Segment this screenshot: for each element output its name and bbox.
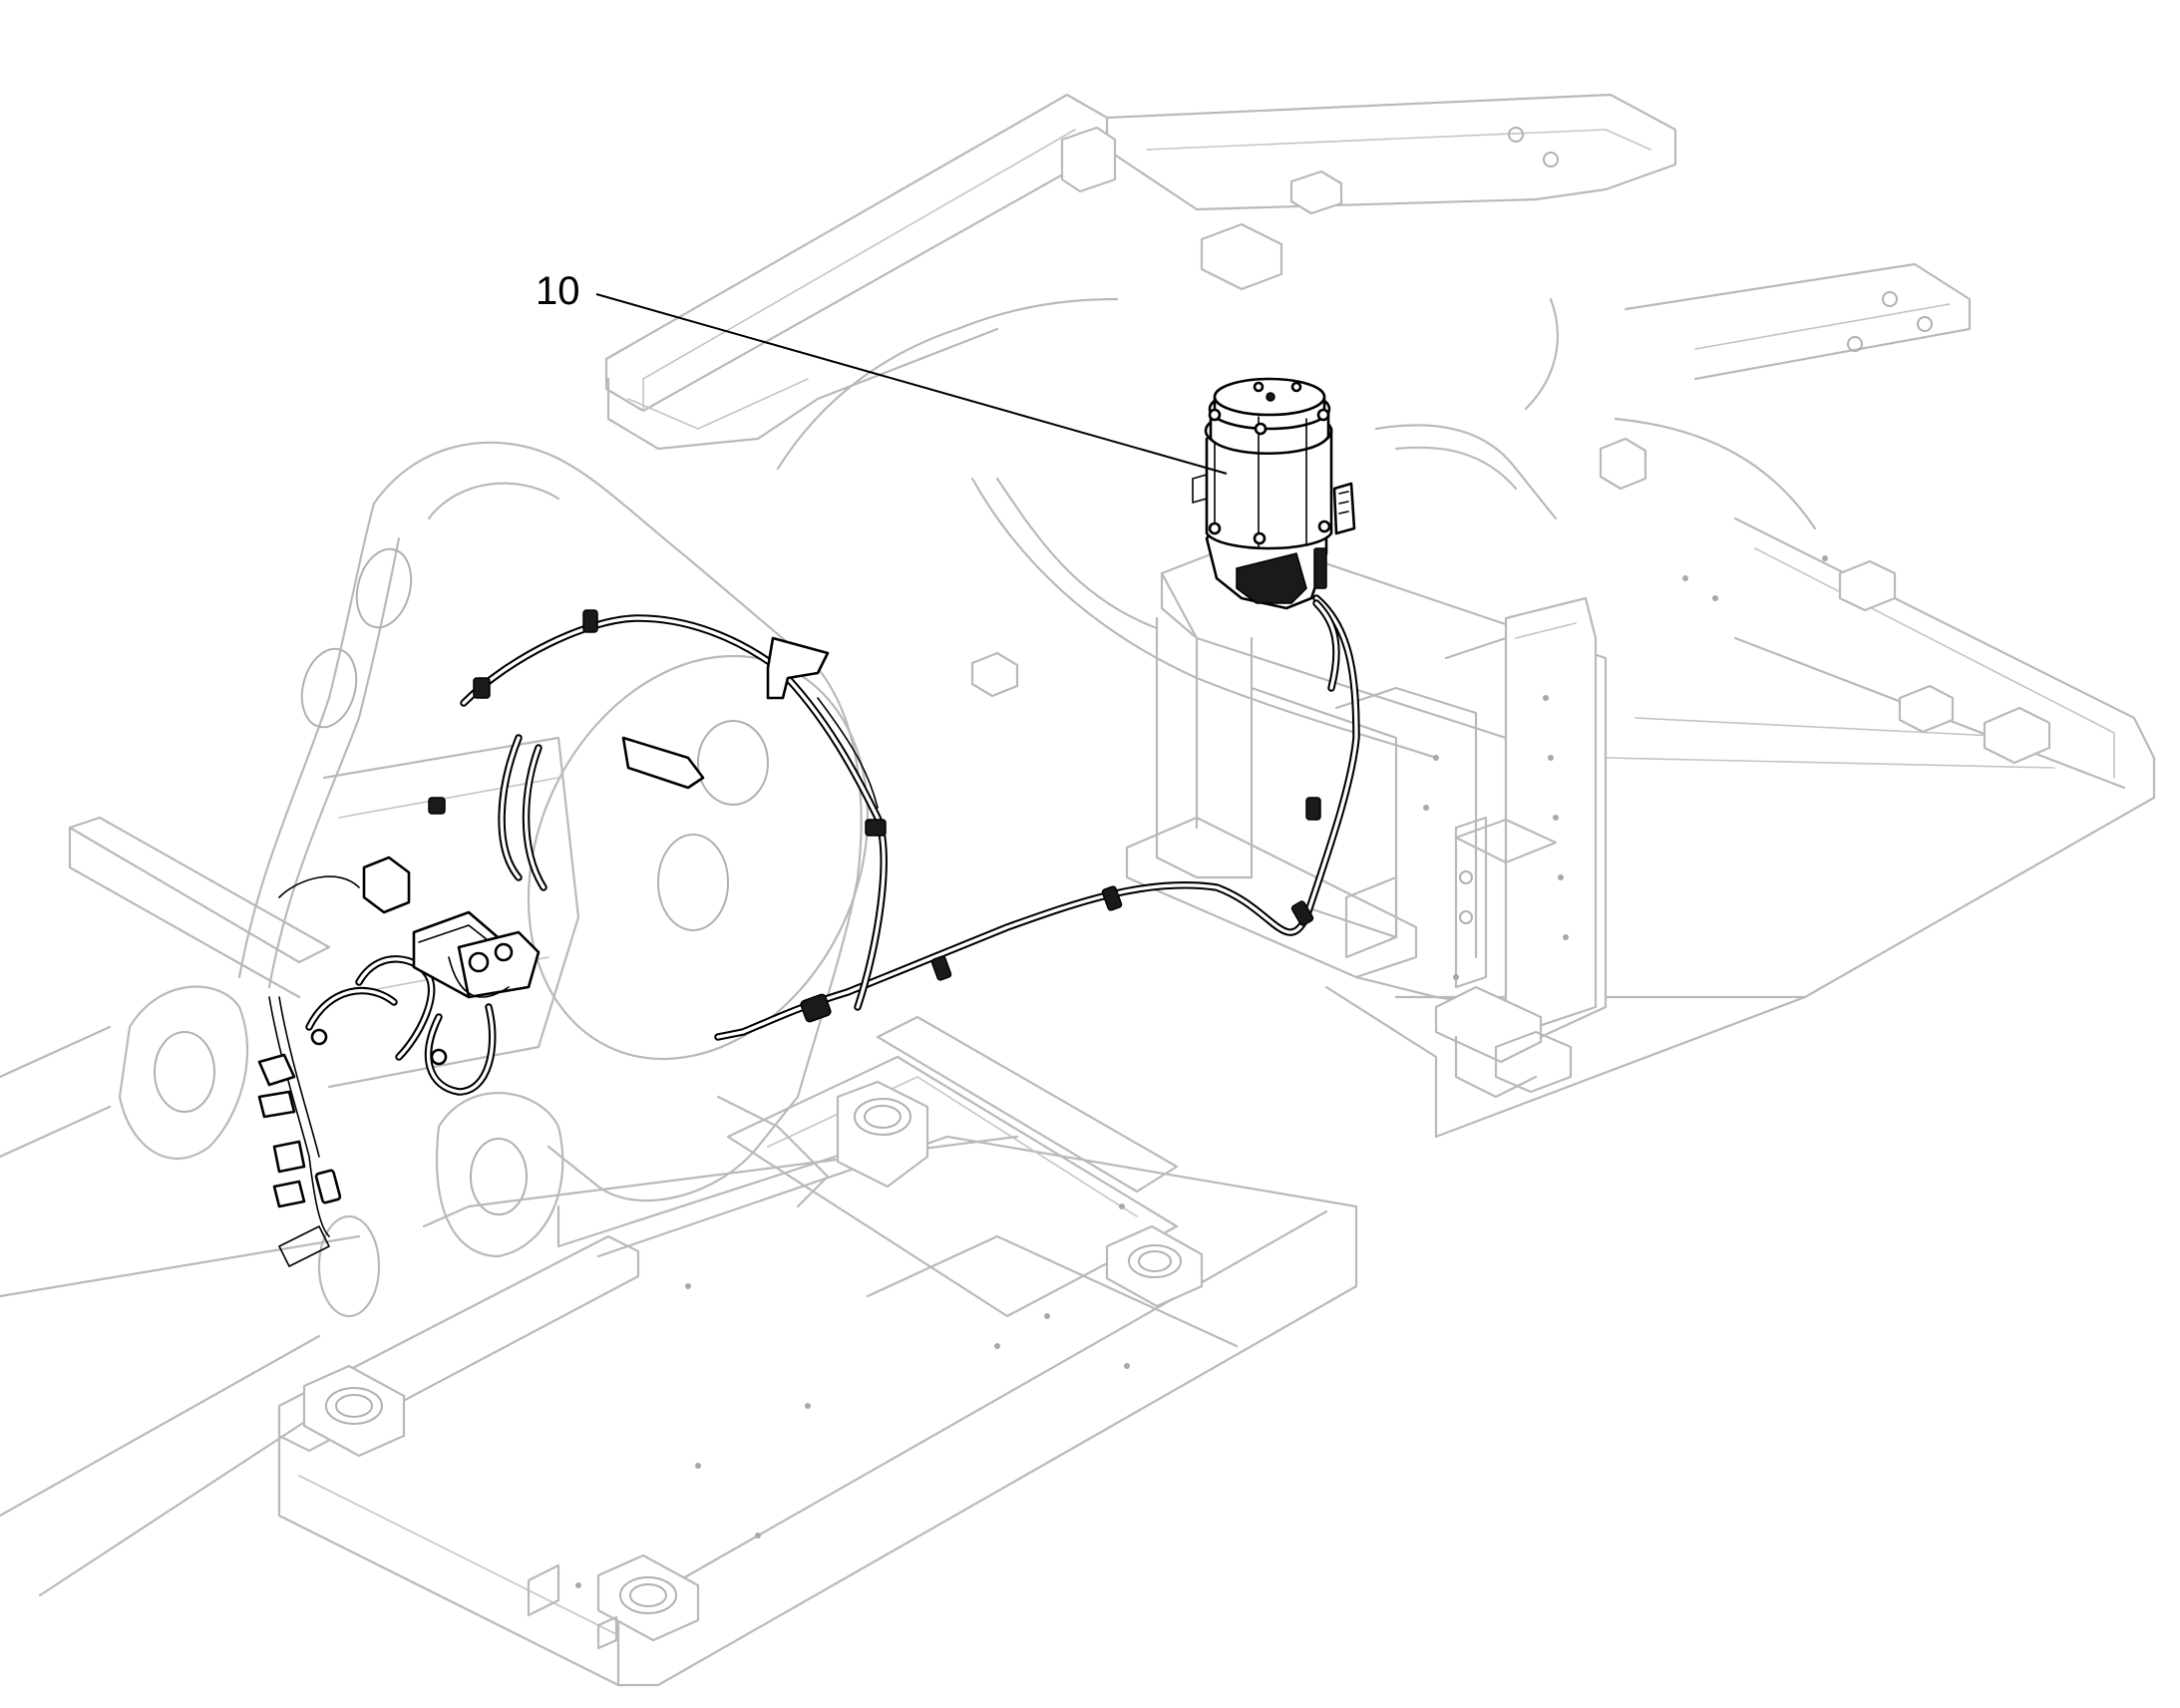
cable-harness <box>257 594 1360 1267</box>
boom-arm <box>0 441 870 1597</box>
pump-mount-bracket <box>1125 536 1608 1099</box>
callout-leader-line <box>595 293 1228 475</box>
central-lubrication-pump <box>1192 377 1356 610</box>
callout-label: 10 <box>536 269 580 313</box>
callout-10: 10 <box>536 269 1228 475</box>
front-frame <box>277 1015 1358 1687</box>
